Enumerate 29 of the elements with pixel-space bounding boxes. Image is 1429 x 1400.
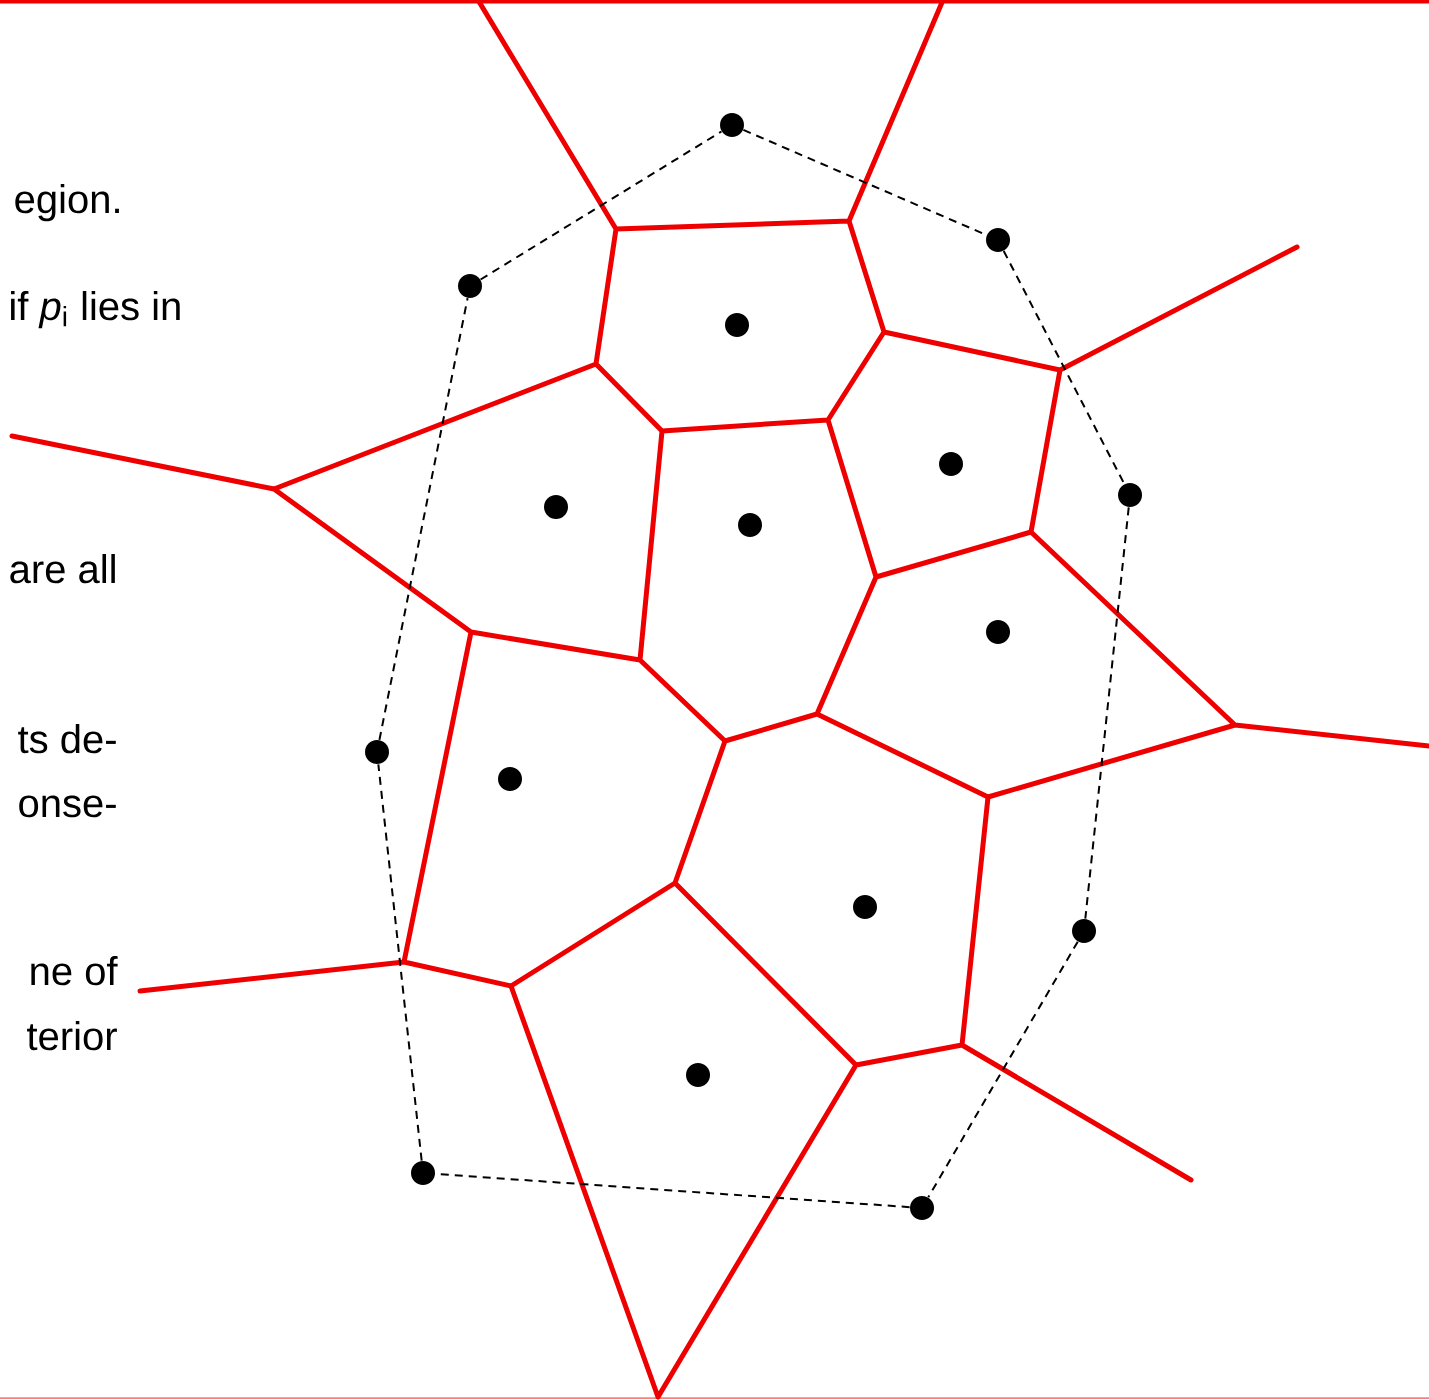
text-fragment: egion. (15, 184, 119, 222)
point (498, 767, 522, 791)
point (1118, 483, 1142, 507)
hull-edge (1002, 250, 1126, 485)
hull-edge (377, 763, 423, 1162)
point (738, 513, 762, 537)
point (939, 452, 963, 476)
point (458, 274, 482, 298)
point (686, 1063, 710, 1087)
point (725, 313, 749, 337)
point (720, 113, 744, 137)
text-fragment: are all (10, 554, 115, 584)
hull-edge (378, 297, 469, 741)
point (986, 620, 1010, 644)
hull-edge (479, 130, 723, 281)
point (411, 1161, 435, 1185)
text-fragment: terior (27, 1021, 117, 1051)
text-fragment: if p$_{i}$ lies in (11, 291, 180, 329)
hull-edge (927, 940, 1079, 1199)
point (853, 895, 877, 919)
text-fragment: ts de- (18, 724, 116, 754)
point (365, 740, 389, 764)
point (1072, 919, 1096, 943)
text-fragment: onse- (19, 795, 116, 818)
point (986, 228, 1010, 252)
point (544, 495, 568, 519)
hull-edge (1084, 506, 1130, 920)
point (910, 1196, 934, 1220)
text-fragment: ne of (31, 956, 118, 986)
